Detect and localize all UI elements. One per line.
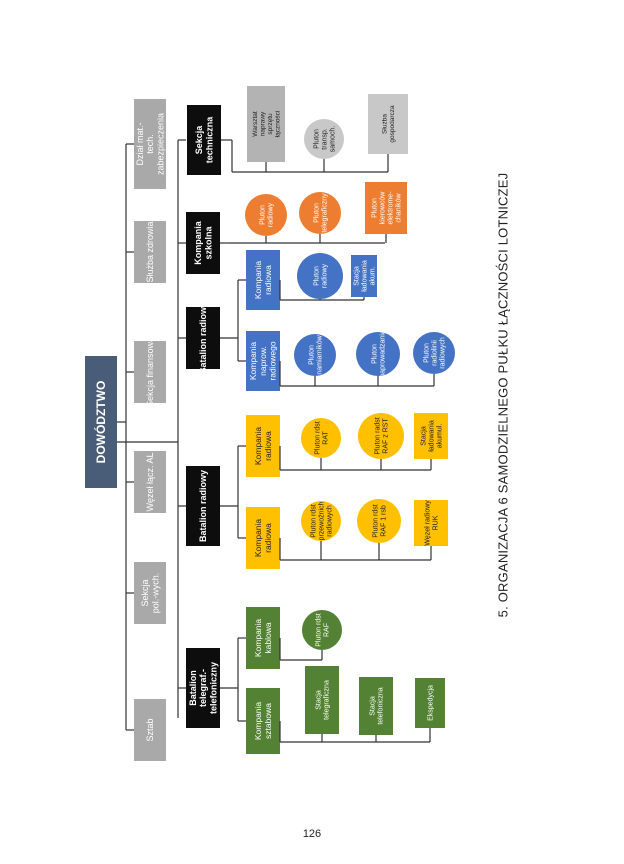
unit-0-0-1-label: Stacjatelefoniczna [369,687,384,724]
unit-1-1-2-label: Stacjaładowaniaakumul. [420,420,443,452]
school-platoon-0-label: Plutonradiowy [259,202,274,227]
company-0-0-label: Kompaniasztabowa [253,702,273,741]
staff-unit-1-label: Sekcjapol.-wych. [140,573,160,614]
technical-platoon-1-label: Plutontransp.samoch. [313,126,336,153]
platoon-1-1-0-label: Pluton rdstRAT [314,421,329,455]
platoon-2-0-1-label: Plutonnaprowadzania [371,330,386,378]
staff-unit-1 [134,562,166,624]
company-1-1-label: Kompaniaradiowa [253,427,273,466]
battalion-0-label: Bataliontelegraf.-telefoniczny [188,662,219,714]
technical-platoon-1 [304,119,344,159]
company-2-0 [246,331,280,391]
platoon-2-0-0-label: Plutonnamiarników [308,334,323,374]
battalion-2 [186,307,220,369]
platoon-2-0-1 [356,332,400,376]
staff-unit-4 [134,221,166,283]
staff-unit-5-label: Dział mat.-tech.zabezpieczenia [135,113,166,175]
root-dowodztwo [85,356,117,488]
platoon-2-1-0 [297,253,343,299]
figure-caption: 5. ORGANIZACJA 6 SAMODZIELNEGO PUŁKU ŁĄC… [495,172,511,618]
unit-1-0-2 [414,500,448,546]
platoon-1-0-0 [301,501,341,541]
company-2-0-label: Kompanianaprow.radiowego [248,341,278,380]
platoon-0-1-0-label: Pluton rdstRAF [315,613,330,647]
root-dowodztwo-label: DOWÓDZTWO [93,381,108,464]
technical-unit-2 [368,94,408,154]
staff-unit-3 [134,341,166,403]
unit-2-1-1 [351,255,377,297]
battalion-1 [186,466,220,546]
company-1-0-label: Kompaniaradiowa [253,519,273,558]
staff-unit-5 [134,99,166,189]
unit-0-0-2 [415,678,445,728]
school-unit-2-label: Plutonkierowcówelektrome-chaników [371,191,402,225]
platoon-1-1-1 [358,413,404,459]
staff-unit-0-label: Sztab [145,718,155,741]
platoon-2-1-0-label: Plutonradiowy [313,263,328,288]
platoon-2-0-2-label: Plutonradioliniiradiowych [423,337,446,369]
platoon-1-0-1 [357,499,401,543]
technical-unit-2-label: Służbagospodarcza [382,105,397,143]
unit-2-1-1-label: Stacjaładowaniaakum. [353,260,376,292]
technical-section [187,105,221,175]
unit-1-0-2-label: Węzeł radiowyRUK [424,500,439,546]
staff-unit-3-label: Sekcja finansowa [145,337,155,407]
company-2-1 [246,250,280,310]
unit-1-1-2 [414,413,448,459]
platoon-2-0-2 [413,332,455,374]
staff-unit-4-label: Służba zdrowia [145,221,155,282]
unit-0-0-1 [359,677,393,735]
school-unit-2 [365,182,407,234]
battalion-0 [186,648,220,728]
company-0-1 [246,607,280,669]
platoon-2-0-0 [294,334,336,376]
company-2-1-label: Kompaniaradiowa [253,261,273,300]
school-platoon-1-label: Plutontelegraficzny [313,193,328,233]
company-0-1-label: Kompaniakablowa [253,619,273,658]
company-1-0 [246,507,280,569]
platoon-0-1-0 [302,610,342,650]
platoon-1-1-1-label: Pluton radstRAF z RST [374,417,389,454]
platoon-1-0-0-label: Pluton rdstprzewoźnichradiowych [310,501,333,540]
battalion-1-label: Batalion radiowy [198,470,208,542]
company-1-1 [246,415,280,477]
page-number: 126 [302,828,322,840]
battalion-2-label: Batalion radiowy [198,302,208,374]
technical-unit-0 [247,86,285,162]
staff-unit-0 [134,699,166,761]
unit-0-0-0 [305,666,339,734]
staff-unit-2-label: Węzeł łącz. AL [145,452,155,511]
platoon-1-0-1-label: Pluton rdstRAF 1 rsb [372,504,387,538]
unit-0-0-2-label: Ekspedycja [427,685,434,721]
staff-unit-2 [134,451,166,513]
company-0-0 [246,688,280,754]
school-platoon-1 [299,192,341,234]
school-company-label: Kompaniaszkolna [193,220,213,265]
school-platoon-0 [245,194,287,236]
technical-unit-0-label: Warsztatnaprawysprzętułączności [252,111,281,138]
unit-0-0-0-label: Stacjatelegraficzna [315,680,330,720]
school-company [186,212,220,274]
platoon-1-1-0 [301,418,341,458]
technical-section-label: Sekcjatechniczna [194,116,214,164]
